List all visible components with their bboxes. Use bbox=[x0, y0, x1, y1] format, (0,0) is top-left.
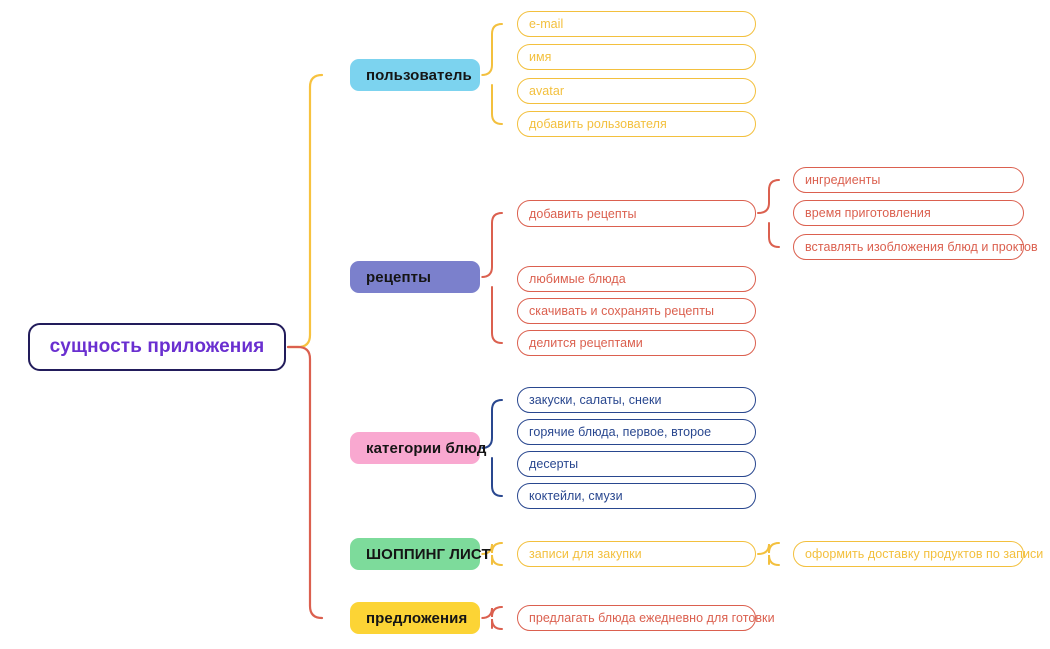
branch-label-shopping: ШОППИНГ ЛИСТ bbox=[366, 545, 491, 563]
leaf-node[interactable]: скачивать и сохранять рецепты bbox=[517, 298, 756, 324]
leaf-label: записи для закупки bbox=[529, 547, 642, 561]
leaf-node[interactable]: avatar bbox=[517, 78, 756, 104]
branch-node-predlozheniya[interactable]: предложения bbox=[350, 602, 480, 634]
bracket-connector bbox=[757, 179, 780, 248]
root-node-label: сущность приложения bbox=[49, 336, 265, 357]
leaf-node[interactable]: предлагать блюда ежедневно для готовки bbox=[517, 605, 775, 631]
leaf-label: e-mail bbox=[529, 17, 564, 31]
leaf-label: любимые блюда bbox=[529, 272, 626, 286]
leaf-node[interactable]: записи для закупки bbox=[517, 541, 756, 567]
leaf-node[interactable]: время приготовления bbox=[793, 200, 1024, 226]
trunk-connector bbox=[286, 345, 324, 620]
branch-label-recepty: рецепты bbox=[366, 268, 431, 286]
leaf-node[interactable]: добавить рользователя bbox=[517, 111, 756, 137]
leaf-node[interactable]: горячие блюда, первое, второе bbox=[517, 419, 756, 445]
leaf-label: имя bbox=[529, 50, 552, 64]
leaf-node[interactable]: вставлять изобложения блюд и проктов bbox=[793, 234, 1038, 260]
leaf-node[interactable]: любимые блюда bbox=[517, 266, 756, 292]
bracket-connector bbox=[757, 542, 780, 566]
leaf-label: коктейли, смузи bbox=[529, 489, 623, 503]
branch-node-recepty[interactable]: рецепты bbox=[350, 261, 480, 293]
leaf-label: добавить рецепты bbox=[529, 206, 637, 221]
branch-label-predlozheniya: предложения bbox=[366, 609, 468, 627]
branch-label-kategorii: категории блюд bbox=[366, 439, 487, 457]
leaf-node[interactable]: закуски, салаты, снеки bbox=[517, 387, 756, 413]
root-node[interactable]: сущность приложения bbox=[28, 323, 286, 371]
leaf-label: предлагать блюда ежедневно для готовки bbox=[529, 611, 775, 625]
leaf-node[interactable]: коктейли, смузи bbox=[517, 483, 756, 509]
leaf-label: делится рецептами bbox=[529, 336, 643, 350]
branch-label-polzovatel: пользователь bbox=[366, 66, 472, 84]
leaf-node[interactable]: оформить доставку продуктов по записи bbox=[793, 541, 1043, 567]
leaf-label: десерты bbox=[529, 457, 579, 471]
leaf-label: скачивать и сохранять рецепты bbox=[529, 304, 715, 318]
leaf-node[interactable]: десерты bbox=[517, 451, 756, 477]
leaf-node[interactable]: ингредиенты bbox=[793, 167, 1024, 193]
branch-node-shopping[interactable]: ШОППИНГ ЛИСТ bbox=[350, 538, 491, 570]
leaf-label: оформить доставку продуктов по записи bbox=[805, 547, 1044, 561]
leaf-label: добавить рользователя bbox=[529, 117, 667, 131]
trunk-connector bbox=[286, 73, 324, 349]
leaf-label: avatar bbox=[529, 84, 565, 98]
leaf-node[interactable]: имя bbox=[517, 44, 756, 70]
leaf-label: закуски, салаты, снеки bbox=[529, 393, 662, 407]
branch-node-polzovatel[interactable]: пользователь bbox=[350, 59, 480, 91]
leaf-node[interactable]: e-mail bbox=[517, 11, 756, 37]
bracket-connector bbox=[481, 606, 503, 630]
leaf-label: вставлять изобложения блюд и проктов bbox=[805, 240, 1038, 254]
branch-node-kategorii[interactable]: категории блюд bbox=[350, 432, 486, 464]
bracket-connector bbox=[481, 23, 503, 125]
leaf-label: время приготовления bbox=[805, 206, 931, 220]
bracket-connector bbox=[481, 212, 503, 344]
leaf-node[interactable]: делится рецептами bbox=[517, 330, 756, 356]
leaf-label: ингредиенты bbox=[805, 173, 881, 187]
leaf-node[interactable]: добавить рецепты bbox=[517, 200, 756, 227]
leaf-label: горячие блюда, первое, второе bbox=[529, 425, 712, 439]
